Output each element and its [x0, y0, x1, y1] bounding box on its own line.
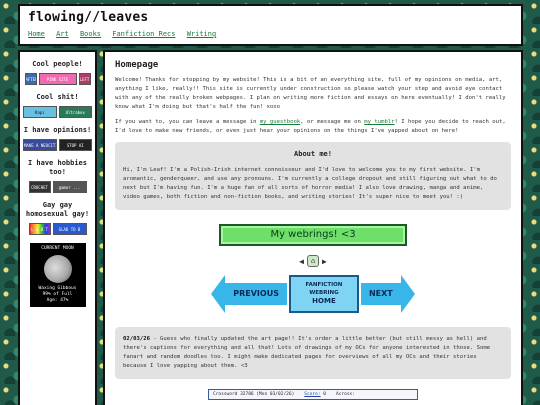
about-text: Hi, I'm Leaf! I'm a Polish-Irish interne… [123, 167, 497, 200]
sidebar-heading: Cool people! [32, 60, 83, 68]
moon-illumination: 99% of Full [42, 292, 73, 297]
moon-label: CURRENT MOON [41, 246, 74, 251]
webring-nav-small: ◀ ⌂ ▶ [115, 255, 511, 267]
fanfiction-webring: PREVIOUS FANFICTION WEBRING HOME NEXT [115, 275, 511, 313]
sidebar-section-gay: Gay gay homosexual gay! L G B T GLAD TO … [23, 201, 92, 235]
sidebar-heading: I have hobbies too! [27, 159, 87, 176]
about-title: About me! [294, 150, 332, 158]
moon-phase: Waxing Gibbous [38, 286, 77, 291]
crossword-score: Score: 0 [304, 392, 326, 397]
crossword-widget[interactable]: Crossword 32786 (Mon 03/02/26) Score: 0 … [208, 389, 418, 400]
webring-center-text: WEBRING [309, 290, 339, 296]
sidebar-section-cool-shit: Cool shit! Kapi Ultrabox [23, 93, 92, 118]
update-text: - Guess who finally updated the art page… [123, 336, 491, 369]
crossword-title: Crossword 32786 (Mon 03/02/26) [213, 392, 295, 397]
sidebar-section-hobbies: I have hobbies too! CROCHET gamer ... [23, 159, 92, 193]
sidebar-section-opinions: I have opinions! MAKE A NEOCITIES STOP A… [23, 126, 92, 151]
moon-widget: CURRENT MOON Waxing Gibbous 99% of Full … [29, 243, 86, 307]
button-88x31[interactable]: PINK SITE [38, 73, 77, 85]
nav-art[interactable]: Art [56, 30, 69, 38]
sidebar-heading: Cool shit! [36, 93, 79, 101]
webring-home-icon[interactable]: ⌂ [307, 255, 319, 267]
button-88x31[interactable]: L G B T [28, 223, 51, 235]
sidebar-section-cool-people: Cool people! AFTER AYEJO PINK SITE LEFT [23, 60, 92, 85]
button-88x31[interactable]: CROCHET [28, 181, 51, 193]
crossword-score-value: 0 [323, 392, 326, 397]
webring-center-text: HOME [312, 297, 336, 305]
update-date: 02/03/26 [123, 336, 150, 342]
contact-text: If you want to, you can leave a message … [115, 119, 260, 125]
crossword-score-link[interactable]: Score: [304, 392, 321, 397]
sidebar: Cool people! AFTER AYEJO PINK SITE LEFT … [18, 50, 97, 405]
guestbook-link[interactable]: my guestbook [259, 119, 301, 125]
webrings-banner: My webrings! <3 [219, 224, 407, 246]
page-title: Homepage [115, 60, 159, 70]
contact-paragraph: If you want to, you can leave a message … [115, 118, 511, 136]
intro-paragraph: Welcome! Thanks for stopping by my websi… [115, 77, 506, 110]
contact-text: , or message me on [300, 119, 365, 125]
button-88x31[interactable]: Kapi [23, 106, 57, 118]
site-header: flowing//leaves Home Art Books Fanfictio… [18, 4, 523, 46]
button-88x31[interactable]: gamer ... [52, 181, 87, 193]
update-box: 02/03/26 - Guess who finally updated the… [115, 327, 511, 379]
button-88x31[interactable]: LEFT [78, 73, 91, 85]
nav-home[interactable]: Home [28, 30, 45, 38]
webring-center-text: FANFICTION [305, 282, 343, 288]
nav-books[interactable]: Books [79, 30, 102, 38]
moon-icon [43, 255, 72, 283]
tumblr-link[interactable]: my tumblr [364, 119, 395, 125]
button-88x31[interactable]: MAKE A NEOCITIES [23, 139, 57, 151]
about-box: About me! Hi, I'm Leaf! I'm a Polish-Iri… [115, 142, 511, 210]
button-88x31[interactable]: STOP AI [58, 139, 92, 151]
top-nav: Home Art Books Fanfiction Recs Writing [28, 30, 513, 38]
moon-age: Age: 47% [46, 298, 69, 303]
next-arrow-icon[interactable]: ▶ [322, 256, 327, 266]
sidebar-heading: I have opinions! [23, 126, 92, 134]
crossword-across: Across: [335, 392, 355, 397]
sidebar-heading: Gay gay homosexual gay! [25, 201, 90, 218]
main-content: Homepage Welcome! Thanks for stopping by… [103, 50, 523, 405]
nav-writing[interactable]: Writing [186, 30, 217, 38]
nav-fanfiction-recs[interactable]: Fanfiction Recs [112, 30, 176, 38]
webring-next-button[interactable]: NEXT [360, 275, 415, 313]
prev-arrow-icon[interactable]: ◀ [299, 256, 304, 266]
webring-home-button[interactable]: FANFICTION WEBRING HOME [288, 275, 359, 313]
site-title: flowing//leaves [28, 10, 149, 25]
contact-text: ! I hope you decide to reach out, I'd lo… [115, 119, 506, 134]
button-88x31[interactable]: AFTER AYEJO [24, 73, 37, 85]
webring-previous-button[interactable]: PREVIOUS [211, 275, 287, 313]
button-88x31[interactable]: Ultrabox [58, 106, 92, 118]
button-88x31[interactable]: GLAD TO B [52, 223, 87, 235]
